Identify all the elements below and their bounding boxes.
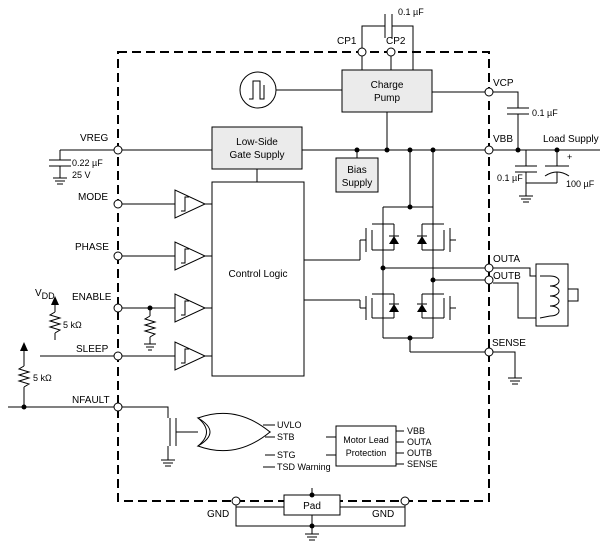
low-side-label-1: Low-Side <box>236 137 278 148</box>
vbb-pin <box>484 145 494 155</box>
protection-input-outb: OUTB <box>407 448 432 458</box>
outb-pin <box>484 275 494 285</box>
enable-label: ENABLE <box>72 292 112 303</box>
cp2-label: CP2 <box>386 36 406 47</box>
low-side-fet-a-icon <box>359 268 399 338</box>
protection-input-vbb: VBB <box>407 426 425 436</box>
vreg-pin <box>113 145 123 155</box>
gnd-left-label: GND <box>207 509 229 520</box>
bias-supply-block <box>335 157 379 193</box>
outb-label: OUTB <box>493 271 521 282</box>
vreg-label: VREG <box>80 133 109 144</box>
enable-buffer-icon <box>122 293 212 323</box>
charge-pump-label-1: Charge <box>371 80 404 91</box>
pad-ground-icon <box>305 533 319 541</box>
sleep-pin <box>113 351 123 361</box>
cp-cap-label: 0.1 µF <box>398 7 424 17</box>
nfault-mosfet-icon <box>122 406 198 467</box>
charge-pump-block <box>341 69 433 113</box>
gnd-right-pin <box>400 496 410 506</box>
vreg-cap-voltage: 25 V <box>72 170 91 180</box>
charge-pump-label-2: Pump <box>374 93 401 104</box>
enable-pin <box>113 303 123 313</box>
gnd-left-pin <box>231 496 241 506</box>
pad-label: Pad <box>303 501 321 512</box>
protection-input-sense: SENSE <box>407 459 438 469</box>
motor-icon <box>535 263 579 327</box>
vreg-cap-value: 0.22 µF <box>72 158 103 168</box>
oscillator-icon <box>239 71 342 109</box>
motor-lead-label-1: Motor Lead <box>343 435 389 445</box>
nfault-pullup-resistor: 5 kΩ <box>17 365 52 407</box>
supply-ground-icon <box>519 190 533 203</box>
motor-lead-label-2: Protection <box>346 448 387 458</box>
gnd-right-label: GND <box>372 509 394 520</box>
mode-pin <box>113 199 123 209</box>
vbb-label: VBB <box>493 134 513 145</box>
vcp-pin <box>484 87 494 97</box>
bulk-cap-label: 100 µF <box>566 179 595 189</box>
vcp-label: VCP <box>493 78 514 89</box>
sleep-res-label: 5 kΩ <box>33 373 52 383</box>
sleep-buffer-icon <box>122 341 212 371</box>
vcp-capacitor: 0.1 µF <box>493 91 558 150</box>
enable-res-label: 5 kΩ <box>63 320 82 330</box>
fault-input-stb: STB <box>277 432 295 442</box>
cp1-label: CP1 <box>337 36 357 47</box>
bulk-capacitor: + 100 µF <box>544 150 595 189</box>
vbb-cap-label: 0.1 µF <box>497 173 523 183</box>
vdd-arrow-icon <box>51 296 59 312</box>
sense-pin <box>484 347 494 357</box>
cp2-pin <box>386 47 396 57</box>
sleep-label: SLEEP <box>76 344 109 355</box>
low-side-label-2: Gate Supply <box>229 150 284 161</box>
control-logic-label: Control Logic <box>229 269 288 280</box>
vcp-cap-label: 0.1 µF <box>532 108 558 118</box>
bulk-cap-plus: + <box>567 152 572 162</box>
nfault-label: NFAULT <box>72 395 110 406</box>
load-supply-label: Load Supply <box>543 134 599 145</box>
vreg-capacitor: 0.22 µF 25 V <box>49 150 103 185</box>
phase-label: PHASE <box>75 242 109 253</box>
low-side-gate-supply-block <box>211 126 303 170</box>
fault-input-uvlo: UVLO <box>277 420 302 430</box>
enable-pullup-resistor: 5 kΩ <box>48 311 82 340</box>
phase-pin <box>113 251 123 261</box>
high-side-fet-a-icon <box>359 207 399 268</box>
sense-ground-icon <box>493 351 522 385</box>
sense-label: SENSE <box>492 338 526 349</box>
control-logic-block <box>211 181 305 377</box>
nfault-pin <box>113 402 123 412</box>
bias-label-2: Supply <box>342 178 373 189</box>
low-side-fet-b-icon <box>417 280 456 338</box>
protection-input-outa: OUTA <box>407 437 431 447</box>
sleep-supply-arrow-icon <box>20 342 28 366</box>
mode-label: MODE <box>78 192 108 203</box>
vbb-capacitor: 0.1 µF <box>497 150 537 190</box>
outa-pin <box>484 263 494 273</box>
outa-label: OUTA <box>493 254 520 265</box>
cp1-pin <box>357 47 367 57</box>
mode-buffer-icon <box>122 189 212 219</box>
phase-buffer-icon <box>122 241 212 271</box>
high-side-fet-b-icon <box>417 207 456 280</box>
bias-label-1: Bias <box>347 165 366 176</box>
fault-input-tsd: TSD Warning <box>277 462 331 472</box>
fault-input-stg: STG <box>277 450 296 460</box>
motor-lead-protection-block <box>335 425 397 467</box>
enable-pulldown-resistor <box>143 308 157 351</box>
vdd-label: VDD <box>35 288 55 301</box>
